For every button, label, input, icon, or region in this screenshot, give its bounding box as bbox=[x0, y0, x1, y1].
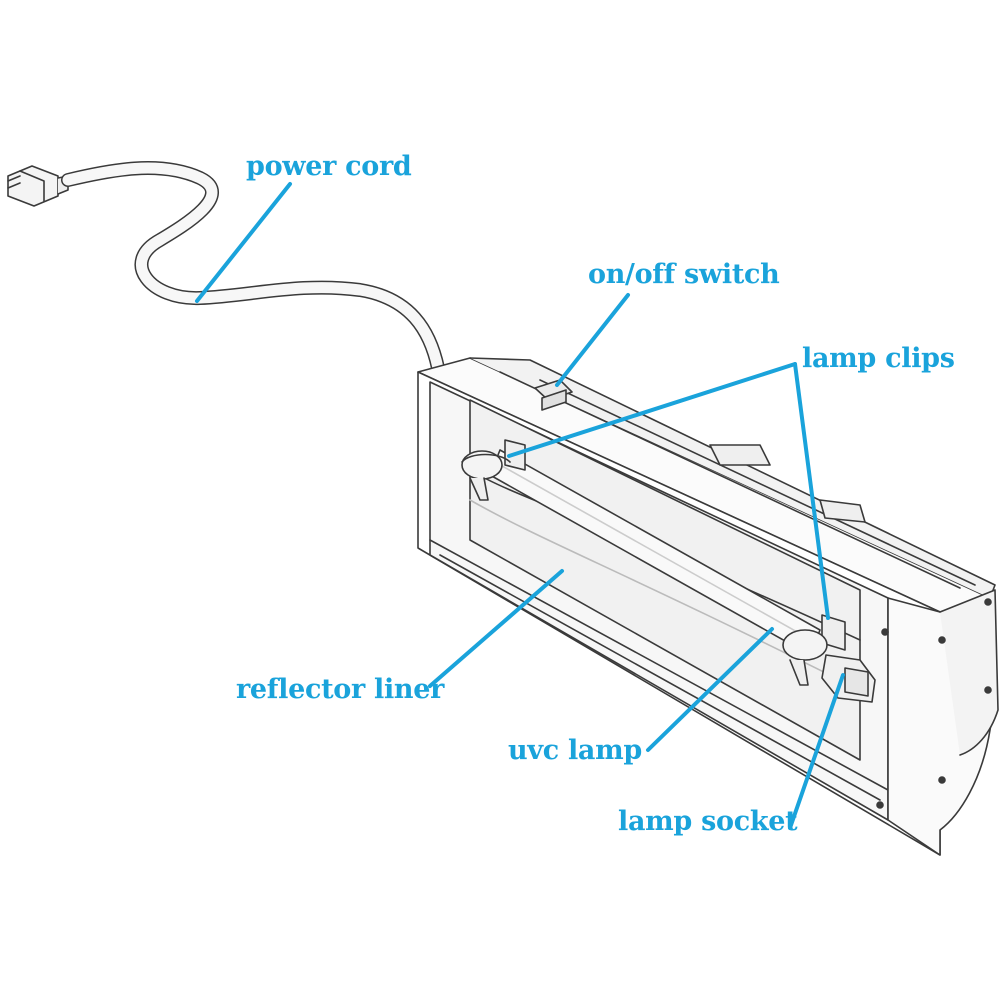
right-lamp-clip bbox=[782, 614, 876, 703]
power-cord bbox=[61, 161, 445, 375]
power-plug bbox=[7, 165, 69, 207]
label-onoff-switch: on/off switch bbox=[588, 259, 780, 290]
housing-top bbox=[417, 357, 996, 613]
lamp-socket-leader bbox=[788, 673, 845, 830]
onoff-switch-leader bbox=[555, 293, 630, 387]
label-reflector-liner: reflector liner bbox=[236, 674, 445, 705]
label-power-cord: power cord bbox=[246, 151, 412, 182]
power-cord-leader bbox=[195, 182, 292, 303]
lamp-clips-leader-left bbox=[507, 362, 797, 458]
label-lamp-clips: lamp clips bbox=[802, 343, 955, 374]
label-uvc-lamp: uvc lamp bbox=[508, 735, 642, 766]
lamp-clips-leader-right bbox=[793, 362, 830, 620]
end-cap bbox=[876, 589, 999, 856]
reflector-liner-leader bbox=[428, 569, 564, 688]
uvc-lamp-leader bbox=[646, 627, 774, 752]
label-lamp-socket: lamp socket bbox=[618, 806, 798, 837]
